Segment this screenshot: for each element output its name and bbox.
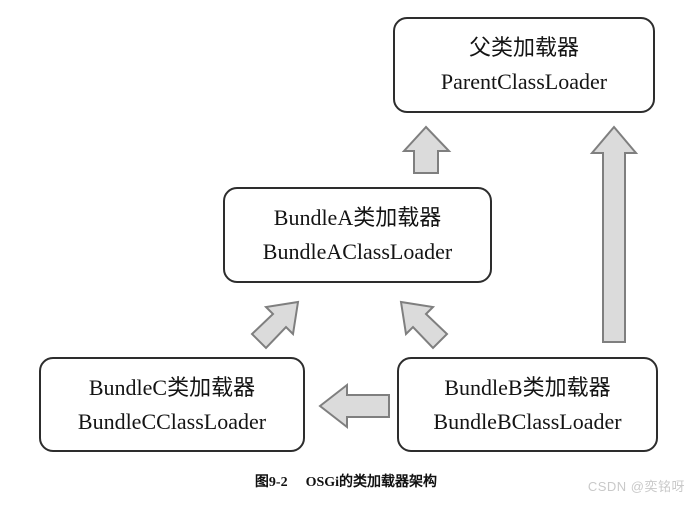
figure-number: 图9-2 (254, 475, 288, 490)
arrow-bundleb-to-bundlea-icon (399, 300, 449, 350)
node-bundleb-label-cn: BundleB类加载器 (444, 374, 611, 400)
node-bundlea-classloader: BundleA类加载器 BundleAClassLoader (223, 187, 492, 283)
figure-caption: 图9-2 OSGi的类加载器架构 (0, 471, 692, 491)
arrow-bundlea-to-parent-icon (401, 125, 452, 174)
arrow-bundleb-to-bundlec-icon (318, 382, 390, 430)
node-parent-label-cn: 父类加载器 (468, 35, 579, 60)
node-bundlea-label-cn: BundleA类加载器 (273, 205, 442, 230)
arrow-bundlec-to-bundlea-icon (250, 300, 300, 350)
node-bundlea-label-en: BundleAClassLoader (262, 239, 453, 264)
node-parent-classloader: 父类加载器 ParentClassLoader (393, 17, 655, 113)
node-bundlec-label-en: BundleCClassLoader (77, 408, 267, 434)
figure-title: OSGi的类加载器架构 (305, 475, 438, 490)
csdn-watermark: CSDN @奕铭呀 (587, 479, 685, 494)
arrow-bundleb-to-parent-icon (589, 125, 639, 343)
node-bundlec-label-cn: BundleC类加载器 (88, 374, 256, 400)
node-bundleb-classloader: BundleB类加载器 BundleBClassLoader (397, 357, 658, 452)
node-bundleb-label-en: BundleBClassLoader (433, 408, 622, 434)
node-parent-label-en: ParentClassLoader (440, 69, 608, 94)
node-bundlec-classloader: BundleC类加载器 BundleCClassLoader (39, 357, 305, 452)
